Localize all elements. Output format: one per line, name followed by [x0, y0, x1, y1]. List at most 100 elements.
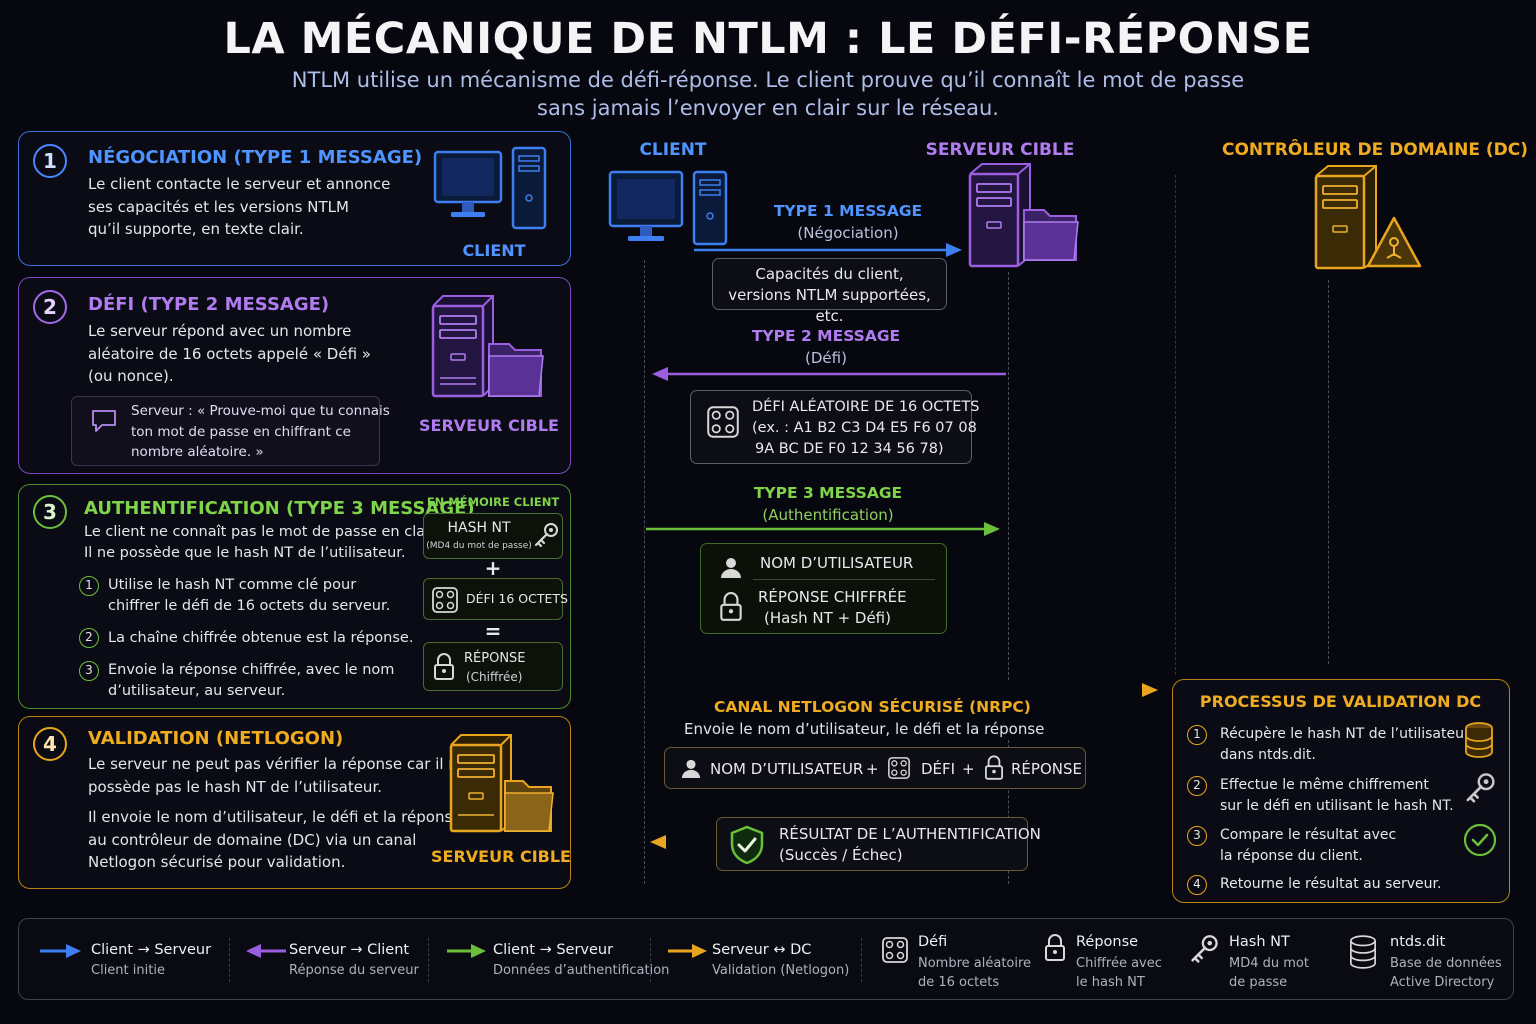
netlogon-sub: Envoie le nom d’utilisateur, le défi et …	[684, 720, 1045, 738]
client-memory-heading: EN MÉMOIRE CLIENT	[426, 495, 560, 509]
challenge-box: DÉFI 16 OCTETS	[423, 578, 568, 620]
arrow-server-to-client	[652, 367, 1006, 381]
dc-process-title: PROCESSUS DE VALIDATION DC	[1199, 692, 1482, 711]
legend-1-sub: Client initie	[91, 963, 165, 978]
step-1-badge: 1	[33, 144, 67, 178]
challenge-line: DÉFI ALÉATOIRE DE 16 OCTETS	[752, 399, 980, 415]
dc-step-3-badge: 3	[1187, 826, 1207, 846]
legend-7-title: Hash NT	[1229, 934, 1290, 950]
legend-3-sub: Données d’authentification	[493, 963, 670, 978]
legend-5-title: Défi	[918, 934, 948, 950]
key-icon	[1466, 773, 1495, 803]
step-2-icon-label: SERVEUR CIBLE	[419, 416, 559, 435]
legend-divider	[650, 938, 651, 982]
server-icon	[449, 734, 554, 833]
substep-3-badge: 3	[79, 661, 99, 681]
dice-icon	[888, 757, 910, 779]
legend-8-title: ntds.dit	[1390, 934, 1446, 950]
quote-line: Serveur : « Prouve-moi que tu connais	[131, 403, 390, 419]
server-icon	[968, 163, 1079, 268]
arrow-server-to-dc	[596, 683, 1158, 697]
lock-icon	[720, 592, 742, 621]
netlogon-title: CANAL NETLOGON SÉCURISÉ (NRPC)	[714, 698, 1031, 716]
subtitle-line-1: NTLM utilise un mécanisme de défi-répons…	[291, 68, 1245, 92]
legend-4-title: Serveur ↔ DC	[712, 942, 812, 958]
step-4-title: VALIDATION (NETLOGON)	[88, 728, 344, 749]
step-2-title: DÉFI (TYPE 2 MESSAGE)	[88, 294, 330, 315]
legend-arrow-purple	[246, 944, 286, 958]
step-3-title: AUTHENTIFICATION (TYPE 3 MESSAGE)	[84, 498, 475, 519]
arrow-client-to-server	[694, 243, 962, 257]
type3-response-sub: (Hash NT + Défi)	[764, 609, 891, 627]
type2-title: TYPE 2 MESSAGE	[751, 327, 901, 345]
column-client: CLIENT	[639, 140, 707, 160]
step-4-icon-label: SERVEUR CIBLE	[431, 847, 571, 866]
result-title: RÉSULTAT DE L’AUTHENTIFICATION	[779, 825, 1041, 843]
legend	[18, 918, 1514, 1000]
computer-icon	[433, 146, 547, 230]
hash-nt-box: HASH NT (MD4 du mot de passe)	[423, 513, 563, 559]
server-lifeline-lower	[1008, 740, 1009, 884]
subtitle-line-2: sans jamais l’envoyer en clair sur le ré…	[537, 96, 999, 120]
type3-sub: (Authentification)	[762, 506, 894, 524]
legend-3-title: Client → Serveur	[493, 942, 614, 958]
dc-step-4-text: Retourne le résultat au serveur.	[1220, 876, 1442, 892]
column-server: SERVEUR CIBLE	[925, 140, 1075, 160]
dc-step-2-badge: 2	[1187, 776, 1207, 796]
netlogon-challenge: DÉFI	[921, 760, 956, 778]
dc-lifeline	[1328, 280, 1329, 664]
type1-sub: (Négociation)	[797, 224, 899, 242]
step-4-text: Le serveur ne peut pas vérifier la répon…	[88, 755, 468, 796]
dice-icon	[707, 406, 739, 438]
plus-sign: +	[484, 556, 502, 580]
substep-2-badge: 2	[79, 628, 99, 648]
step-3-panel: 3 AUTHENTIFICATION (TYPE 3 MESSAGE) Le c…	[18, 484, 571, 709]
quote-line: ton mot de passe en chiffrant ce	[131, 423, 351, 440]
page-title: LA MÉCANIQUE DE NTLM : LE DÉFI-RÉPONSE	[223, 14, 1313, 64]
challenge-line: 9A BC DE F0 12 34 56 78)	[755, 441, 944, 457]
server-quote-box: Serveur : « Prouve-moi que tu connais to…	[71, 396, 390, 466]
legend-arrow-gold	[668, 944, 707, 958]
step-2-panel: 2 DÉFI (TYPE 2 MESSAGE) Le serveur répon…	[18, 277, 571, 474]
result-sub: (Succès / Échec)	[779, 846, 903, 864]
dc-server-icon	[1314, 165, 1422, 270]
step-1-text: Le client contacte le serveur et annonce…	[88, 175, 391, 238]
step-4-panel: 4 VALIDATION (NETLOGON) Le serveur ne pe…	[18, 716, 571, 889]
plus-sign: +	[866, 760, 879, 778]
legend-2-title: Serveur → Client	[289, 942, 410, 958]
type3-response: RÉPONSE CHIFFRÉE	[758, 588, 907, 606]
user-icon	[681, 759, 701, 778]
step-1-icon-label: CLIENT	[462, 241, 526, 260]
legend-1-title: Client → Serveur	[91, 942, 212, 958]
database-icon	[1350, 935, 1376, 969]
netlogon-box: NOM D’UTILISATEUR + DÉFI + RÉPONSE	[664, 747, 1086, 789]
dc-step-4-badge: 4	[1187, 875, 1207, 895]
dice-icon	[882, 937, 908, 963]
step-1-title: NÉGOCIATION (TYPE 1 MESSAGE)	[88, 147, 423, 168]
step-3-text: Le client ne connaît pas le mot de passe…	[84, 524, 439, 561]
challenge-line: (ex. : A1 B2 C3 D4 E5 F6 07 08	[752, 420, 977, 436]
step-1-panel: 1 NÉGOCIATION (TYPE 1 MESSAGE) Le client…	[18, 131, 571, 266]
dice-icon	[432, 587, 458, 613]
shield-check-icon	[730, 825, 764, 865]
response-box: RÉPONSE (Chiffrée)	[423, 642, 563, 691]
substep-2-text: La chaîne chiffrée obtenue est la répons…	[108, 630, 414, 646]
legend-2-sub: Réponse du serveur	[289, 963, 419, 978]
column-dc: CONTRÔLEUR DE DOMAINE (DC)	[1222, 140, 1529, 160]
database-icon	[1465, 722, 1493, 758]
legend-arrow-blue	[40, 944, 81, 958]
step-4-text-2: Il envoie le nom d’utilisateur, le défi …	[88, 808, 462, 871]
legend-arrow-green	[447, 944, 486, 958]
legend-divider	[229, 938, 230, 982]
legend-divider	[861, 938, 862, 982]
dc-process-panel: PROCESSUS DE VALIDATION DC 1 Récupère le…	[1172, 679, 1510, 903]
type1-box: Capacités du client,versions NTLM suppor…	[712, 258, 947, 325]
